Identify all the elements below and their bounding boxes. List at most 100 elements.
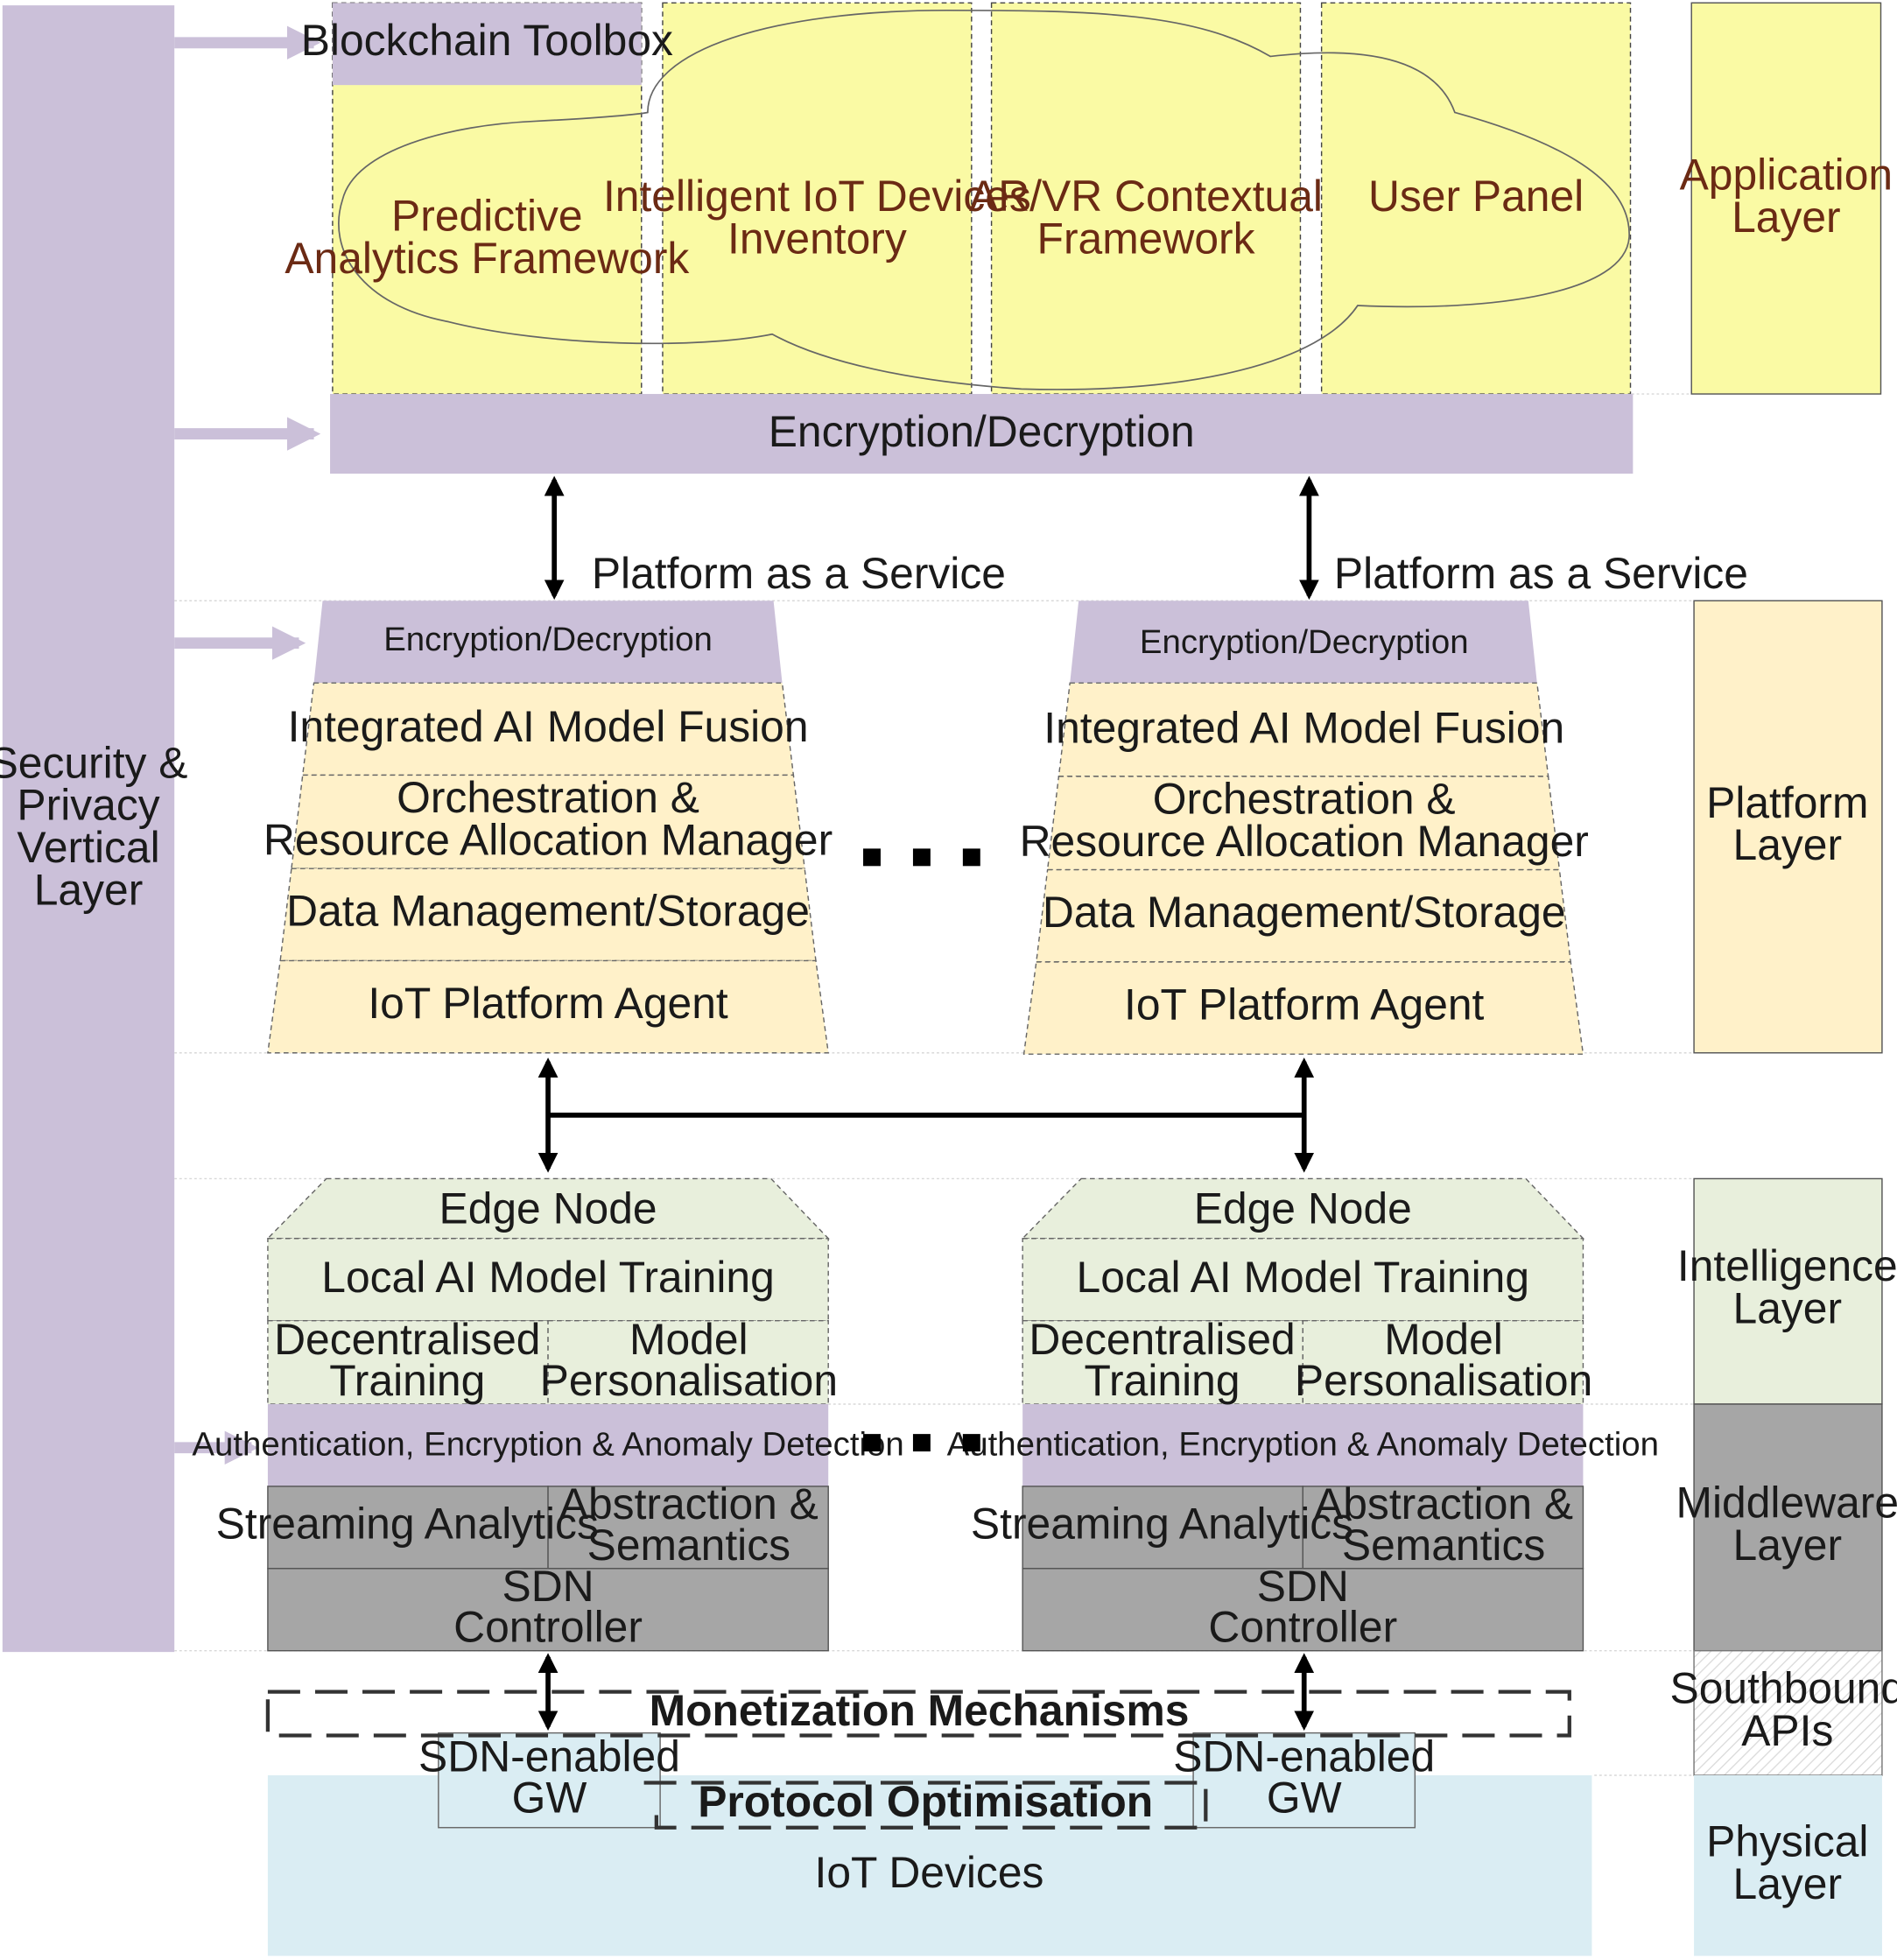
edge-right-personalisation-label-1: Model [1384, 1315, 1503, 1364]
intelligence-layer-label-2: Layer [1733, 1283, 1843, 1332]
app-encryption-bar [330, 394, 1634, 474]
physical-layer-box [1694, 1774, 1882, 1956]
edge-right-title: Edge Node [1194, 1184, 1412, 1233]
platform-left-agent-band [267, 959, 830, 1054]
middleware-layer-label-1: Middleware [1676, 1478, 1897, 1527]
edge-right-auth [1022, 1403, 1584, 1486]
physical-layer-label-1: Physical [1706, 1816, 1868, 1865]
application-layer-label-1: Application [1680, 151, 1893, 200]
inventory-label-1: Intelligent IoT Devices [603, 172, 1031, 221]
arvr-label-1: AR/VR Contextual [969, 172, 1323, 221]
gateway-right-label-2: GW [1267, 1774, 1342, 1823]
application-layer-label-2: Layer [1732, 193, 1841, 242]
platform-right-orchestration-label-1: Orchestration & [1153, 775, 1456, 824]
edge-right-abstraction-label-1: Abstraction & [1314, 1479, 1573, 1528]
intelligence-layer-label-1: Intelligence [1677, 1241, 1897, 1290]
platform-stack-left [267, 601, 830, 1054]
edge-right-sdn-label-1: SDN [1257, 1562, 1349, 1611]
app-encryption-label: Encryption/Decryption [769, 407, 1195, 456]
platform-left-orchestration-label-2: Resource Allocation Manager [263, 816, 833, 865]
edge-right-local-training-label: Local AI Model Training [1077, 1253, 1529, 1302]
edge-left-sdn [267, 1568, 829, 1652]
platform-right-encryption-label: Encryption/Decryption [1140, 623, 1469, 661]
security-layer-label-3: Vertical [17, 823, 159, 872]
gateway-right [1192, 1732, 1416, 1829]
edge-right-streaming [1022, 1486, 1304, 1570]
edge-right-local-training [1022, 1238, 1584, 1322]
edge-left-auth-label: Authentication, Encryption & Anomaly Det… [192, 1425, 903, 1463]
edge-right-personalisation [1302, 1319, 1584, 1405]
southbound-label-2: APIs [1741, 1706, 1833, 1755]
edge-node-left [266, 1177, 830, 1652]
edge-right-auth-label: Authentication, Encryption & Anomaly Det… [947, 1425, 1659, 1463]
inventory-label-2: Inventory [727, 214, 907, 263]
platform-left-encryption-band [313, 601, 783, 684]
ellipsis-platform [863, 848, 980, 867]
platform-right-agent-band [1022, 961, 1584, 1055]
platform-layer-label-2: Layer [1733, 820, 1843, 869]
security-layer-label-4: Layer [34, 865, 144, 914]
cloud-outline [338, 9, 1630, 390]
edge-left-title: Edge Node [439, 1184, 657, 1233]
edge-left-abstraction [547, 1486, 829, 1570]
platform-left-data-label: Data Management/Storage [286, 887, 810, 936]
edge-left-local-training [267, 1238, 829, 1322]
ellipsis-edge [863, 1434, 980, 1452]
paas-label-left: Platform as a Service [592, 549, 1006, 598]
edge-right-decentralised-label-1: Decentralised [1029, 1315, 1295, 1364]
edge-left-local-training-label: Local AI Model Training [321, 1253, 774, 1302]
edge-right-personalisation-label-2: Personalisation [1295, 1356, 1592, 1405]
security-layer-label-1: Security & [0, 738, 187, 787]
security-arrows [174, 25, 321, 1465]
platform-left-agent-label: IoT Platform Agent [368, 979, 728, 1028]
predictive-label-1: Predictive [391, 192, 583, 241]
arvr-panel [990, 2, 1302, 395]
intelligence-layer-box [1693, 1177, 1883, 1405]
blockchain-toolbox-label: Blockchain Toolbox [301, 16, 673, 65]
platform-layer-box [1693, 600, 1883, 1054]
physical-layer-label-2: Layer [1733, 1859, 1843, 1908]
platform-right-data-label: Data Management/Storage [1043, 888, 1566, 937]
southbound-label-1: Southbound [1670, 1663, 1897, 1712]
security-layer-label-2: Privacy [17, 781, 159, 830]
edge-left-personalisation-label-1: Model [629, 1315, 748, 1364]
edge-right-sdn-label-2: Controller [1208, 1603, 1397, 1652]
platform-right-encryption-band [1070, 601, 1537, 684]
edge-left-abstraction-label-1: Abstraction & [559, 1479, 819, 1528]
platform-right-orchestration-band [1046, 776, 1561, 871]
blockchain-toolbox-box [332, 3, 642, 86]
edge-node-right [1021, 1177, 1585, 1652]
gateway-left-label-2: GW [512, 1774, 587, 1823]
edge-left-abstraction-label-2: Semantics [587, 1521, 790, 1570]
user-panel-label: User Panel [1368, 172, 1584, 221]
platform-edge-connectors [537, 1057, 1315, 1173]
security-privacy-layer [2, 5, 175, 1653]
platform-right-fusion-label: Integrated AI Model Fusion [1043, 703, 1564, 752]
paas-label-right: Platform as a Service [1334, 549, 1748, 598]
edge-left-personalisation [547, 1319, 829, 1405]
protocol-frame [643, 1781, 1208, 1830]
platform-left-encryption-label: Encryption/Decryption [383, 621, 713, 658]
edge-left-decentralised-label-1: Decentralised [274, 1315, 540, 1364]
gateway-left [438, 1732, 661, 1829]
edge-right-abstraction-label-2: Semantics [1342, 1521, 1545, 1570]
application-layer-box [1690, 2, 1882, 395]
arvr-label-2: Framework [1037, 214, 1255, 263]
platform-right-orchestration-label-2: Resource Allocation Manager [1020, 817, 1589, 866]
middleware-layer-box [1693, 1403, 1883, 1652]
edge-right-streaming-label: Streaming Analytics [971, 1500, 1353, 1549]
edge-right-abstraction [1302, 1486, 1584, 1570]
platform-left-orchestration-label-1: Orchestration & [397, 773, 699, 822]
gateway-right-label-1: SDN-enabled [1173, 1732, 1435, 1781]
gateway-left-label-1: SDN-enabled [418, 1732, 680, 1781]
platform-right-agent-label: IoT Platform Agent [1124, 980, 1485, 1029]
edge-left-decentralised-label-2: Training [329, 1356, 485, 1405]
edge-left-streaming-label: Streaming Analytics [216, 1500, 599, 1549]
iot-devices-label: IoT Devices [814, 1848, 1043, 1897]
edge-left-sdn-label-1: SDN [502, 1562, 594, 1611]
edge-right-decentralised-label-2: Training [1085, 1356, 1240, 1405]
platform-layer-label-1: Platform [1706, 778, 1868, 827]
protocol-label: Protocol Optimisation [698, 1777, 1153, 1826]
predictive-label-2: Analytics Framework [285, 234, 689, 283]
